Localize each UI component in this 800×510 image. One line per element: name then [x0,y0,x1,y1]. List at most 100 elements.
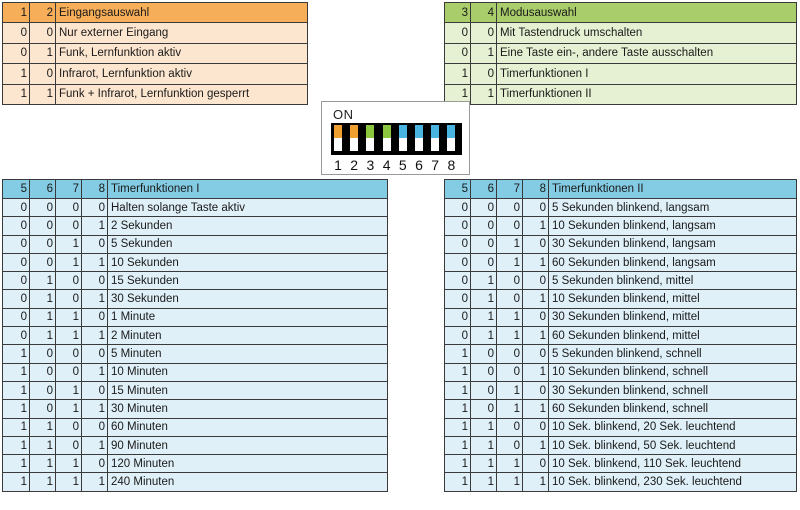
function-cell: 60 Sekunden blinkend, mittel [548,326,797,346]
switch-value-cell: 1 [2,472,30,492]
switch-value-cell: 1 [81,289,108,309]
function-cell: 5 Sekunden blinkend, mittel [548,271,797,291]
dip-switch-8 [447,125,456,151]
switch-value-cell: 0 [29,22,56,44]
dip-switch-number: 4 [382,157,391,173]
switch-value-cell: 0 [496,289,523,309]
switch-value-cell: 0 [81,271,108,291]
function-cell: 15 Minuten [107,380,388,401]
switch-value-cell: 1 [55,454,82,474]
switch-value-cell: 1 [55,472,82,492]
switch-value-cell: 0 [2,197,30,218]
switch-value-cell: 0 [444,326,471,346]
dip-switch-body [331,123,462,155]
switch-value-cell: 0 [55,289,82,309]
switch-value-cell: 0 [81,197,108,218]
switch-value-cell: 0 [470,234,497,254]
switch-value-cell: 1 [2,1,30,24]
dip-on-label: ON [333,107,354,122]
switch-value-cell: 1 [29,472,56,492]
switch-value-cell: 1 [470,435,497,456]
switch-value-cell: 0 [496,362,523,382]
dip-switch-track [415,138,423,151]
switch-value-cell: 1 [470,271,497,291]
switch-value-cell: 1 [55,307,82,328]
function-cell: 30 Minuten [107,399,388,419]
dip-switch-knob [382,125,391,138]
switch-value-cell: 0 [444,42,471,65]
switch-value-cell: 1 [470,42,497,65]
function-cell: 2 Sekunden [107,216,388,236]
dip-switch-1 [334,125,342,151]
switch-value-cell: 3 [444,1,471,24]
switch-value-cell: 1 [522,362,549,382]
function-cell: Funk + Infrarot, Lernfunktion gesperrt [55,83,308,105]
switch-value-cell: 1 [81,362,108,382]
switch-value-cell: 1 [522,472,549,492]
switch-value-cell: 1 [2,344,30,364]
dip-switch-knob [350,125,359,138]
switch-value-cell: 0 [444,216,471,236]
dip-switch-2 [350,125,359,151]
switch-value-cell: 0 [2,22,30,44]
switch-value-cell: 2 [29,1,56,24]
switch-value-cell: 1 [81,326,108,346]
switch-value-cell: 1 [496,454,523,474]
switch-value-cell: 1 [29,83,56,105]
switch-value-cell: 0 [470,22,497,44]
switch-value-cell: 0 [81,454,108,474]
dip-switch-3 [366,125,375,151]
function-cell: 60 Sekunden blinkend, langsam [548,252,797,273]
dip-switch-knob [431,125,440,138]
switch-value-cell: 0 [444,234,471,254]
switch-value-cell: 1 [496,326,523,346]
switch-value-cell: 0 [2,234,30,254]
dip-switch-track [431,138,440,151]
dip-switch-number: 3 [366,157,375,173]
switch-value-cell: 0 [29,344,56,364]
switch-value-cell: 0 [55,197,82,218]
switch-value-cell: 1 [444,380,471,401]
function-cell: Timerfunktionen I [496,63,797,85]
switch-value-cell: 0 [444,197,471,218]
function-cell: 1 Minute [107,307,388,328]
switch-value-cell: 0 [444,271,471,291]
function-cell: 30 Sekunden blinkend, langsam [548,234,797,254]
function-cell: Timerfunktionen I [107,179,388,199]
switch-value-cell: 1 [55,380,82,401]
switch-value-cell: 0 [470,344,497,364]
function-cell: Nur externer Eingang [55,22,308,44]
function-cell: 5 Sekunden [107,234,388,254]
switch-value-cell: 0 [496,197,523,218]
dip-switch-track [398,138,407,151]
function-cell: Halten solange Taste aktiv [107,197,388,218]
switch-value-cell: 0 [29,197,56,218]
switch-value-cell: 1 [470,289,497,309]
switch-value-cell: 1 [444,435,471,456]
switch-value-cell: 1 [496,307,523,328]
dip-switch-6 [415,125,423,151]
switch-value-cell: 1 [55,399,82,419]
switch-value-cell: 1 [2,417,30,437]
switch-value-cell: 0 [29,234,56,254]
switch-value-cell: 1 [470,83,497,105]
switch-value-cell: 0 [2,42,30,65]
switch-value-cell: 0 [55,344,82,364]
switch-value-cell: 0 [444,22,471,44]
